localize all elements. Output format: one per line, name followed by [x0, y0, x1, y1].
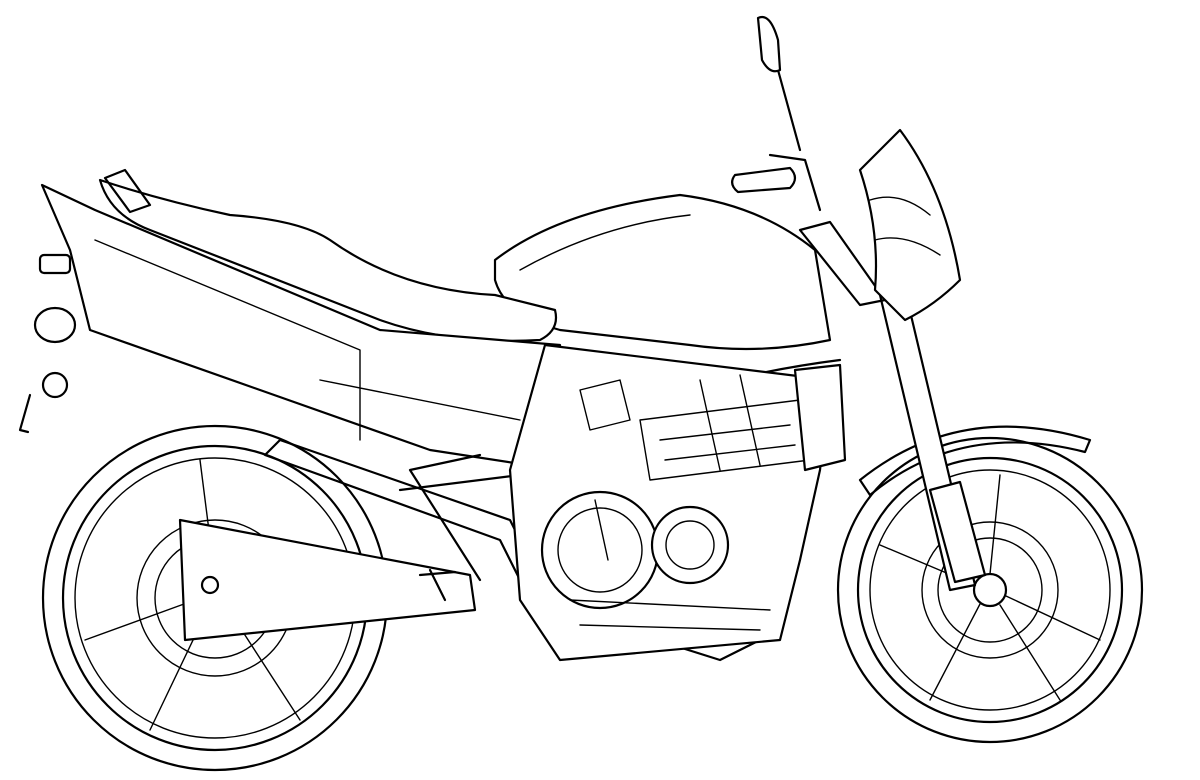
passenger-grab-rail [103, 168, 152, 214]
clutch-cover [540, 490, 660, 610]
headlight-fairing [858, 128, 962, 322]
footpeg [418, 568, 457, 602]
tank-highlight [519, 214, 691, 271]
axle-bolt [200, 575, 220, 595]
headlight-detail [869, 196, 941, 256]
mirror [756, 15, 782, 73]
handlebar [731, 15, 822, 212]
side-panel-lines [94, 239, 521, 441]
front-fender [858, 425, 1092, 497]
alternator-cover [650, 505, 730, 585]
seat [98, 178, 558, 342]
swingarm [178, 518, 477, 642]
engine [508, 343, 832, 662]
front-wheel [836, 436, 1144, 744]
radiator [793, 363, 847, 472]
front-brake-disc [921, 521, 1059, 659]
rear-indicators [18, 253, 77, 434]
